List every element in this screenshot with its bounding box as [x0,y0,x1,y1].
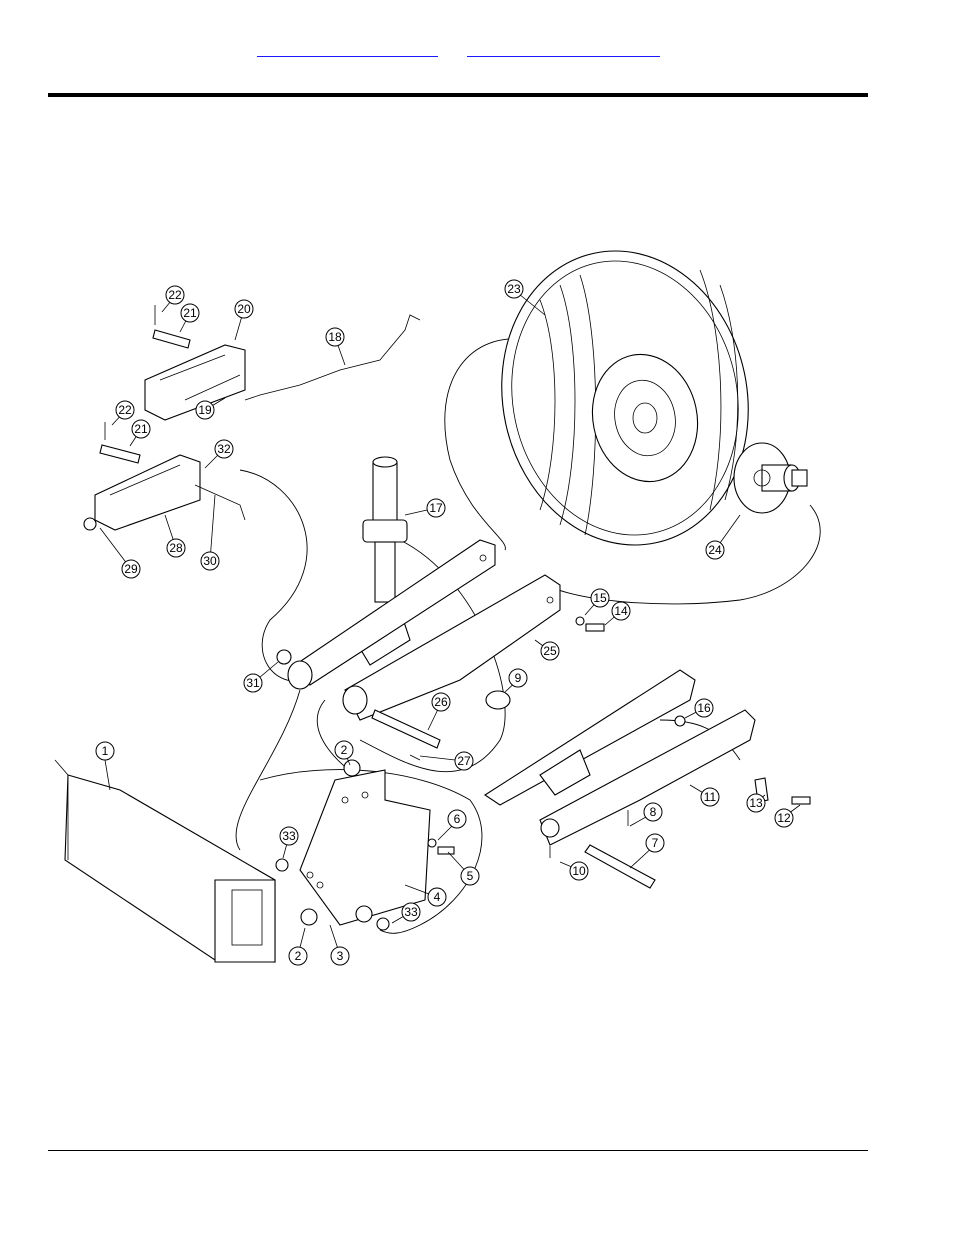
svg-text:32: 32 [217,442,231,456]
header-link-1[interactable] [257,42,438,57]
svg-text:24: 24 [708,543,722,557]
svg-text:30: 30 [203,554,217,568]
callout-23: 23 [504,279,524,299]
rod-30 [194,484,246,521]
svg-text:15: 15 [593,591,607,605]
callout-28: 28 [166,538,186,558]
svg-text:20: 20 [237,302,251,316]
svg-text:31: 31 [246,676,260,690]
saddle-28 [94,454,201,531]
header-link-2[interactable] [467,42,660,57]
callout-30: 30 [200,551,220,571]
svg-text:23: 23 [507,282,521,296]
svg-text:22: 22 [118,403,132,417]
svg-text:16: 16 [697,701,711,715]
tire-23 [501,250,749,546]
callout-21: 21 [131,419,151,439]
callout-27: 27 [454,751,474,771]
svg-text:29: 29 [124,562,138,576]
saddle-20 [144,344,246,421]
callout-33: 33 [279,826,299,846]
svg-text:7: 7 [652,836,659,850]
callout-18: 18 [325,327,345,347]
callout-8: 8 [643,802,663,822]
bracket-4 [299,759,431,926]
svg-text:26: 26 [434,695,448,709]
footer-rule [48,1150,868,1151]
callout-5: 5 [460,866,480,886]
callout-33: 33 [401,902,421,922]
svg-text:21: 21 [183,306,197,320]
tube-1 [54,759,276,963]
callout-19: 19 [195,400,215,420]
header-rule [48,93,868,97]
svg-text:33: 33 [282,829,296,843]
small-hardware [83,517,811,931]
svg-text:3: 3 [337,949,344,963]
callout-12: 12 [774,808,794,828]
callout-14: 14 [611,601,631,621]
callout-32: 32 [214,439,234,459]
svg-text:12: 12 [777,811,791,825]
hub-24 [733,442,808,514]
callout-1: 1 [95,741,115,761]
callout-4: 4 [427,887,447,907]
svg-text:4: 4 [434,890,441,904]
svg-text:8: 8 [650,805,657,819]
svg-text:17: 17 [429,501,443,515]
callout-3: 3 [330,946,350,966]
svg-text:10: 10 [572,864,586,878]
callout-15: 15 [590,588,610,608]
svg-text:1: 1 [102,744,109,758]
callout-10: 10 [569,861,589,881]
callout-2: 2 [288,946,308,966]
callout-31: 31 [243,673,263,693]
svg-text:19: 19 [198,403,212,417]
svg-text:2: 2 [341,743,348,757]
svg-text:21: 21 [134,422,148,436]
callout-24: 24 [705,540,725,560]
pin-26 [371,709,441,761]
wheel-arm-11 [483,669,756,889]
callout-26: 26 [431,692,451,712]
svg-text:27: 27 [457,754,471,768]
svg-text:14: 14 [614,604,628,618]
svg-text:5: 5 [467,869,474,883]
callout-11: 11 [700,787,720,807]
svg-text:18: 18 [328,330,342,344]
callout-29: 29 [121,559,141,579]
callout-22: 22 [115,400,135,420]
callout-16: 16 [694,698,714,718]
callout-9: 9 [508,668,528,688]
svg-text:33: 33 [404,905,418,919]
callout-20: 20 [234,299,254,319]
svg-text:2: 2 [295,949,302,963]
callout-25: 25 [540,641,560,661]
callout-17: 17 [426,498,446,518]
callout-13: 13 [746,793,766,813]
callout-2: 2 [334,740,354,760]
callout-6: 6 [447,809,467,829]
callout-21: 21 [180,303,200,323]
svg-text:11: 11 [704,790,717,804]
rod-18 [244,314,421,401]
svg-text:25: 25 [543,644,557,658]
svg-text:22: 22 [168,288,182,302]
callout-22: 22 [165,285,185,305]
svg-text:13: 13 [749,796,763,810]
svg-text:9: 9 [515,671,522,685]
parts-diagram: 1 2 2 3 4 5 6 7 8 9 10 11 12 13 14 15 16… [54,250,821,966]
callout-7: 7 [645,833,665,853]
lift-arm-25 [287,539,561,721]
svg-text:28: 28 [169,541,183,555]
pins-21-22 [99,305,191,464]
svg-text:6: 6 [454,812,461,826]
